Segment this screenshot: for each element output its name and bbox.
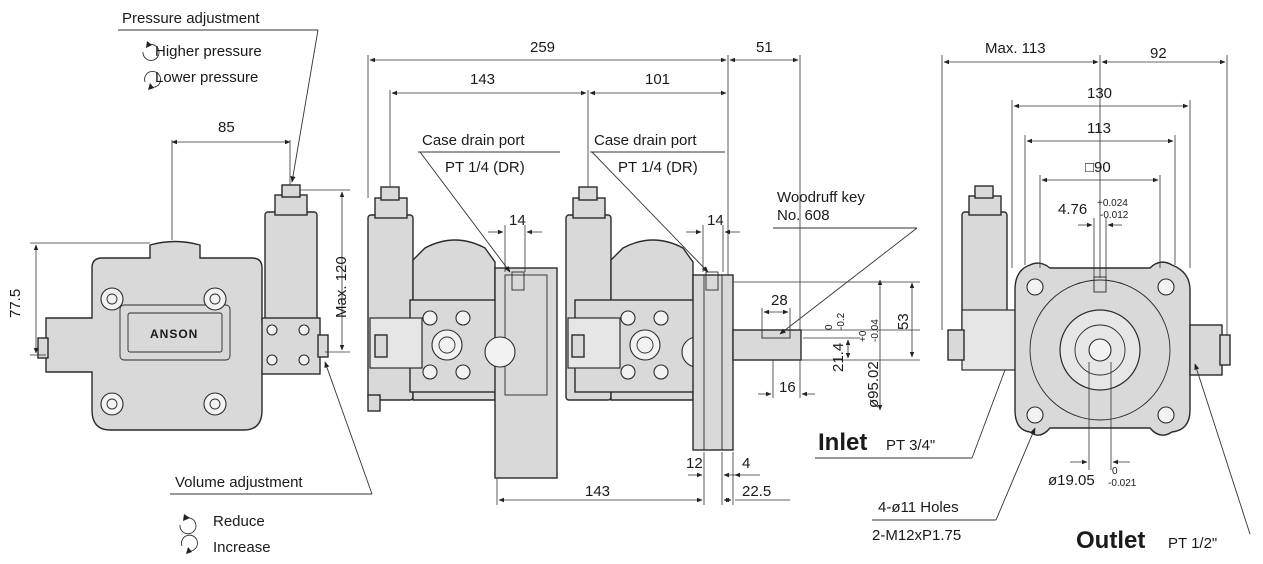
volume-adjustment-callout: Volume adjustment Reduce Increase: [170, 361, 373, 556]
dim-77-5: 77.5: [7, 289, 24, 318]
dim-101: 101: [645, 71, 670, 88]
dim-53: 53: [895, 313, 912, 330]
left-view-dimensions: 85 77.5 Max. 120: [7, 119, 350, 356]
dim-130: 130: [1087, 85, 1112, 102]
dim-21-4: 21.4: [830, 343, 847, 372]
dim-14-b: 14: [707, 212, 724, 229]
svg-text:0: 0: [824, 324, 835, 330]
outlet-callout: Outlet PT 1/2": [1076, 363, 1251, 554]
case-drain-port-label-1: Case drain port: [422, 132, 525, 149]
counterclockwise-arrow-icon: [144, 71, 161, 88]
pressure-adjustment-callout: Pressure adjustment Higher pressure Lowe…: [118, 10, 319, 183]
dim-max-120: Max. 120: [333, 256, 350, 318]
svg-text:+0: +0: [858, 330, 869, 342]
svg-text:-0.012: -0.012: [1100, 210, 1129, 221]
dim-85: 85: [218, 119, 235, 136]
thread-label: 2-M12xP1.75: [872, 527, 961, 544]
left-side-view: ANSON: [37, 184, 329, 431]
case-drain-size-label-2: PT 1/4 (DR): [618, 159, 698, 176]
dim-square-90: □90: [1085, 159, 1111, 176]
case-drain-port-label-2: Case drain port: [594, 132, 697, 149]
svg-text:-0.04: -0.04: [870, 319, 881, 342]
woodruff-key-callout: Woodruff key No. 608: [773, 189, 918, 335]
inlet-label: Inlet: [818, 429, 867, 456]
right-view-dimensions: Max. 113 92 130 113 □90 4.76 +0.024 -0.0…: [941, 40, 1228, 489]
lower-pressure-label: Lower pressure: [155, 69, 258, 86]
middle-front-view: [367, 186, 802, 479]
inlet-size-label: PT 3/4": [886, 437, 935, 454]
svg-text:0: 0: [1112, 466, 1118, 477]
dim-28: 28: [771, 292, 788, 309]
dim-16: 16: [779, 379, 796, 396]
svg-text:+0.024: +0.024: [1097, 198, 1128, 209]
inlet-callout: Inlet PT 3/4": [815, 361, 1009, 459]
case-drain-size-label-1: PT 1/4 (DR): [445, 159, 525, 176]
outlet-label: Outlet: [1076, 527, 1145, 554]
increase-label: Increase: [213, 539, 271, 556]
dim-19-05: ø19.05: [1048, 472, 1095, 489]
dim-143-top: 143: [470, 71, 495, 88]
outlet-size-label: PT 1/2": [1168, 535, 1217, 552]
clockwise-arrow-icon: [142, 44, 160, 61]
dim-4: 4: [742, 455, 750, 472]
holes-label: 4-ø11 Holes: [878, 499, 959, 516]
dim-22-5: 22.5: [742, 483, 771, 500]
higher-pressure-label: Higher pressure: [155, 43, 262, 60]
middle-view-dimensions: 259 51 143 101 14 14 28 21.4 0 -0.2 ø95.…: [367, 39, 920, 505]
right-end-view: [947, 185, 1231, 436]
holes-callout: 4-ø11 Holes 2-M12xP1.75: [872, 427, 1036, 544]
dim-max-113: Max. 113: [985, 40, 1046, 57]
volume-adjustment-label: Volume adjustment: [175, 474, 303, 491]
svg-text:-0.2: -0.2: [836, 312, 847, 330]
dim-51: 51: [756, 39, 773, 56]
dim-12: 12: [686, 455, 703, 472]
dim-92: 92: [1150, 45, 1167, 62]
dim-113: 113: [1087, 120, 1111, 137]
dim-4-76: 4.76: [1058, 201, 1087, 218]
brand-logo: ANSON: [150, 327, 198, 341]
dim-95-02: ø95.02: [865, 361, 882, 408]
reduce-label: Reduce: [213, 513, 265, 530]
svg-text:-0.021: -0.021: [1108, 478, 1137, 489]
dim-259: 259: [530, 39, 555, 56]
pressure-adjustment-label: Pressure adjustment: [122, 10, 260, 27]
dim-143-bottom: 143: [585, 483, 610, 500]
dim-14-a: 14: [509, 212, 526, 229]
case-drain-callouts: Case drain port PT 1/4 (DR) Case drain p…: [418, 132, 725, 273]
woodruff-key-number: No. 608: [777, 207, 830, 224]
woodruff-key-label: Woodruff key: [777, 189, 865, 206]
